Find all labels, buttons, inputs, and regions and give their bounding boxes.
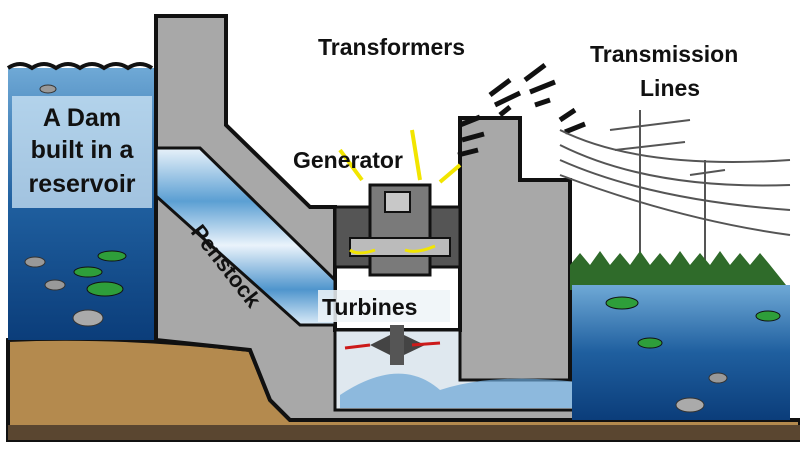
transformers <box>457 63 586 158</box>
penstock-pipe <box>154 146 337 327</box>
reservoir-surface-waves <box>6 62 154 71</box>
turbine-rotation-arrow <box>344 341 441 350</box>
generator-rotation-arrow <box>349 244 436 255</box>
reservoir-fish <box>24 84 127 327</box>
trees <box>570 251 790 290</box>
tailrace-water <box>340 373 600 408</box>
turbine-label-box <box>318 290 450 322</box>
turbine <box>344 325 441 365</box>
turbines-label: Turbines <box>322 294 417 320</box>
tailwater-fish <box>605 296 781 413</box>
reservoir-label-line3: reservoir <box>28 170 135 198</box>
transmission-label-line1: Transmission <box>590 41 738 67</box>
reservoir-label-line1: A Dam <box>43 104 121 132</box>
transmission-label-line2: Lines <box>640 75 700 101</box>
transmission-towers <box>559 110 791 270</box>
tailwater <box>572 285 790 420</box>
reservoir-label-line2: built in a <box>31 136 135 164</box>
dam-concrete <box>154 14 602 422</box>
bedrock-band <box>8 425 800 440</box>
transformers-label: Transformers <box>318 34 465 60</box>
reservoir-label-box <box>12 96 152 208</box>
generator-label: Generator <box>293 147 403 173</box>
generator <box>333 129 462 277</box>
